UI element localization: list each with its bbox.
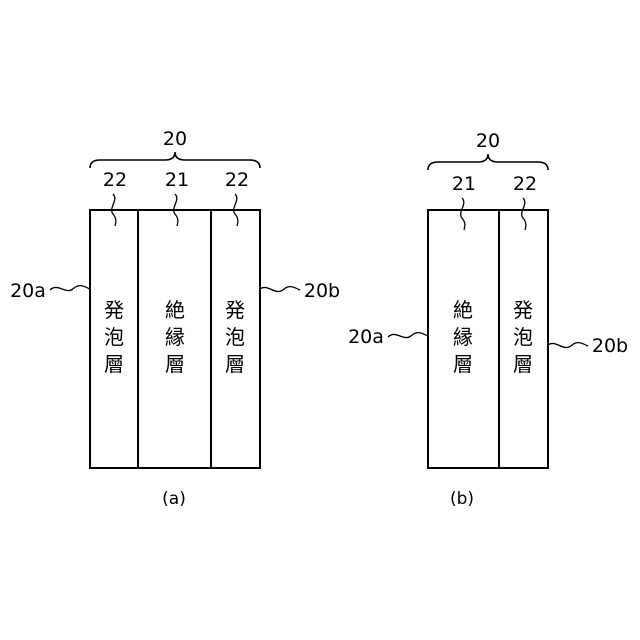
figure-a-layer-right-char-3: 層 <box>225 352 245 376</box>
figure-b-layer-left-char-1: 絶 <box>453 298 473 322</box>
figure-b-group-brace <box>428 154 548 170</box>
figure-b-layer-left-leader <box>461 198 465 230</box>
figure-b-layer-right-char-2: 泡 <box>513 325 533 349</box>
figure-a-layer-middle-char-3: 層 <box>165 352 185 376</box>
figure-a-layer-left-char-3: 層 <box>104 352 124 376</box>
figure-a-surface-left-leader <box>50 286 90 291</box>
figure-b-group-label: 20 <box>476 130 500 152</box>
figure-a-layer-left-text: 発 泡 層 <box>104 298 124 376</box>
figure-b-layer-right-char-1: 発 <box>513 298 533 322</box>
figure-b-layer-right-leader <box>522 198 526 230</box>
figure-a-layer-left-char-2: 泡 <box>104 325 124 349</box>
figure-b-layer-left-char-2: 縁 <box>453 325 473 349</box>
figure-b-layer-right-text: 発 泡 層 <box>513 298 533 376</box>
figure-a-layer-right-ref: 22 <box>225 169 249 191</box>
figure-b-surface-right-label: 20b <box>592 335 628 357</box>
figure-a-layer-middle-ref: 21 <box>165 169 189 191</box>
figure-b-layer-right-ref: 22 <box>513 173 537 195</box>
figure-b-layer-right-char-3: 層 <box>513 352 533 376</box>
figure-b-layer-left-text: 絶 縁 層 <box>453 298 473 376</box>
figure-a-layer-right-char-1: 発 <box>225 298 245 322</box>
figure-a-surface-left-label: 20a <box>10 280 46 302</box>
figure-b: 20 21 22 絶 縁 層 発 泡 層 20a 20b (b) <box>348 130 628 509</box>
figure-a-layer-middle-char-1: 絶 <box>165 298 185 322</box>
figure-a-layer-right-text: 発 泡 層 <box>225 298 245 376</box>
figure-a-layer-middle-char-2: 縁 <box>165 325 185 349</box>
figure-a-layer-right-char-2: 泡 <box>225 325 245 349</box>
figure-b-layer-left-ref: 21 <box>452 173 476 195</box>
figure-b-surface-right-leader <box>548 343 588 348</box>
figure-b-layer-left-char-3: 層 <box>453 352 473 376</box>
figure-a-caption: (a) <box>162 489 186 509</box>
figure-a-group-brace <box>90 152 260 168</box>
figure-a-layer-middle-text: 絶 縁 層 <box>165 298 185 376</box>
figure-a-layer-left-ref: 22 <box>103 169 127 191</box>
figure-b-surface-left-label: 20a <box>348 326 384 348</box>
figure-b-surface-left-leader <box>388 333 428 338</box>
figure-a-group-label: 20 <box>163 128 187 150</box>
figure-a: 20 22 21 22 発 泡 層 絶 縁 層 発 泡 層 20a <box>10 128 340 509</box>
figure-b-caption: (b) <box>450 489 474 509</box>
figure-a-surface-right-label: 20b <box>304 280 340 302</box>
figure-a-surface-right-leader <box>260 287 300 292</box>
figure-a-layer-left-char-1: 発 <box>104 298 124 322</box>
